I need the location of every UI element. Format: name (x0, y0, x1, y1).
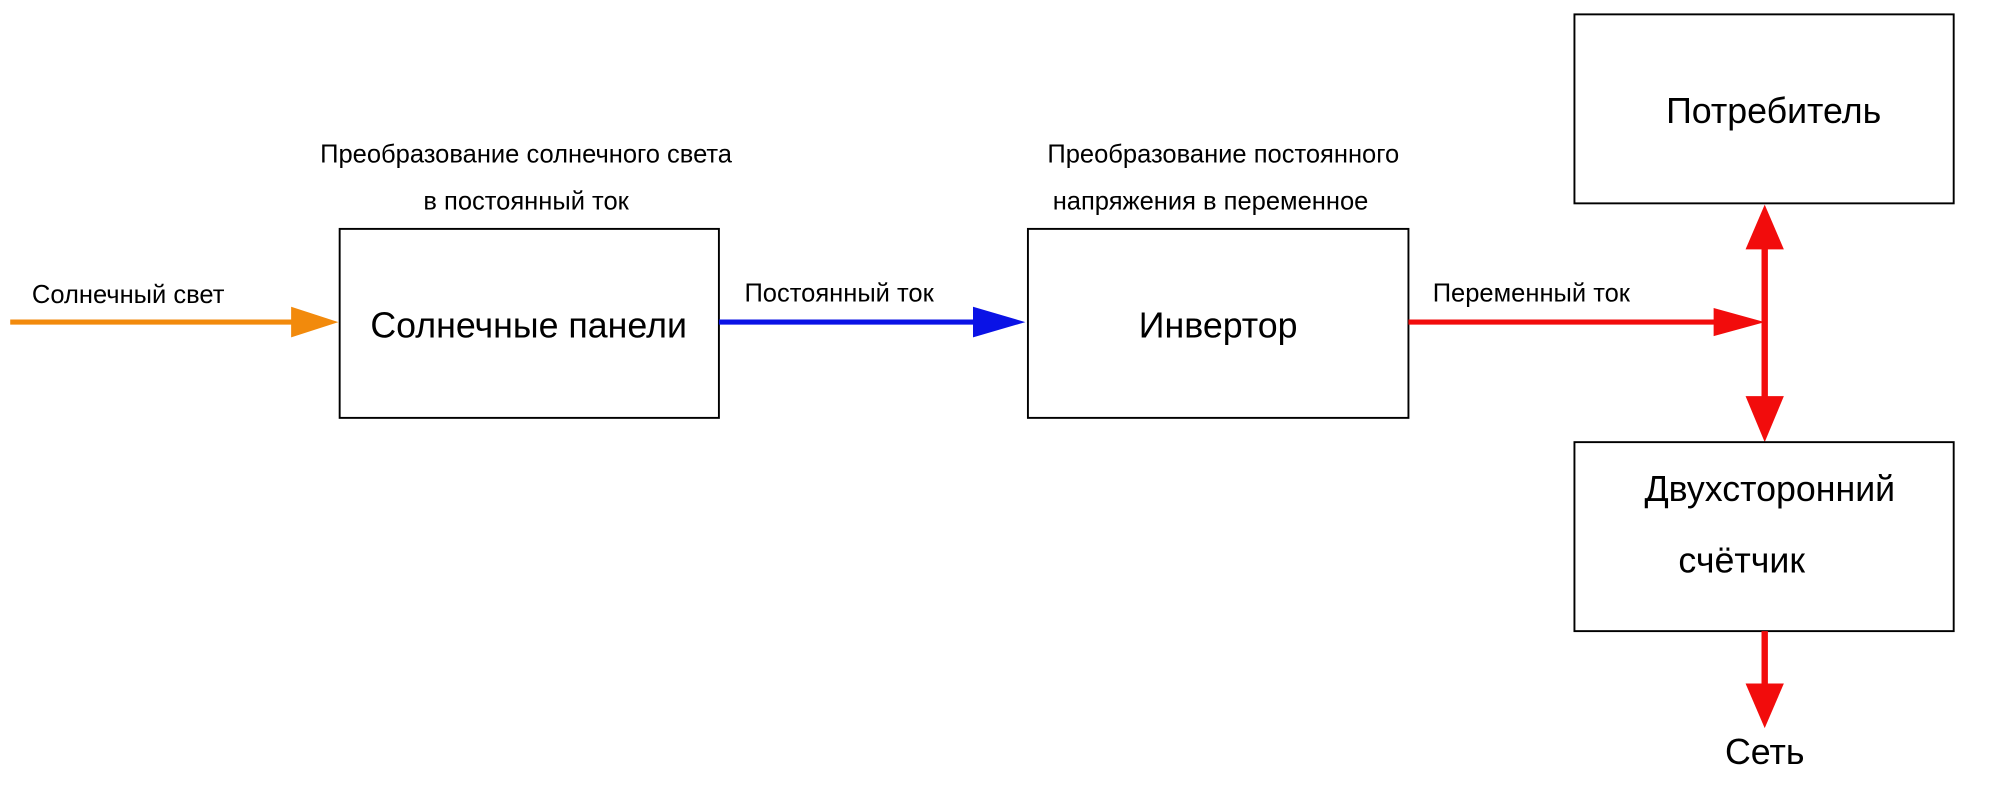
inverter-box (1026, 227, 1410, 419)
meter-label-line-2: счётчик (1678, 540, 1805, 580)
dc-label: Постоянный ток (744, 280, 934, 308)
grid-label: Сеть (1725, 732, 1805, 772)
solar-panels-label: Солнечные панели (370, 305, 687, 345)
sunlight-arrow (10, 306, 339, 338)
bidirectional-arrow (1745, 204, 1784, 443)
panels-caption-line-1: Преобразование солнечного света (320, 140, 733, 168)
meter-box (1573, 441, 1955, 633)
inverter-caption-line-1: Преобразование постоянного (1047, 140, 1399, 168)
panels-caption-line-2: в постоянный ток (423, 188, 629, 216)
ac-label: Переменный ток (1433, 280, 1631, 308)
consumer-label: Потребитель (1666, 91, 1881, 131)
meter-label-line-1: Двухсторонний (1644, 469, 1895, 509)
consumer-box (1573, 13, 1955, 205)
dc-arrow (718, 306, 1026, 338)
grid-arrow (1745, 631, 1784, 729)
sunlight-label: Солнечный свет (32, 281, 225, 309)
solar-panels-box (338, 227, 720, 419)
inverter-caption-line-2: напряжения в переменное (1053, 188, 1369, 216)
ac-arrow (1408, 308, 1765, 337)
inverter-label: Инвертор (1139, 305, 1298, 345)
